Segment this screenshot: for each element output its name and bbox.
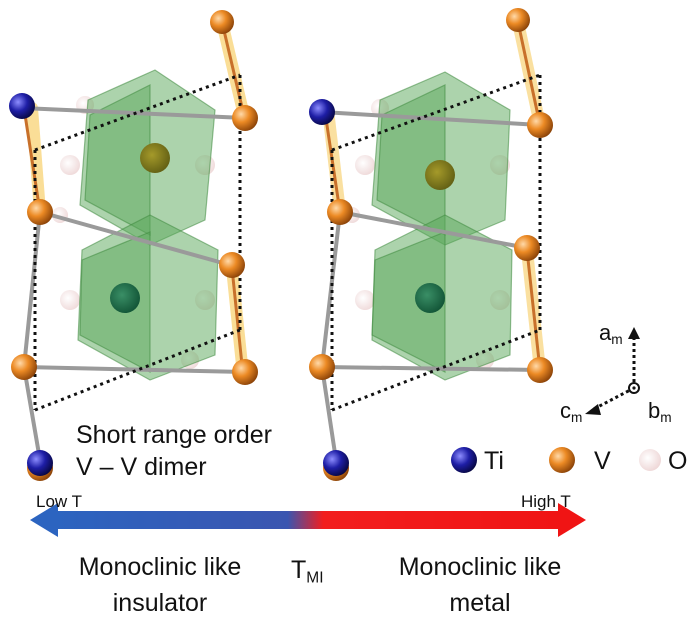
right-phase-line2: metal: [449, 589, 511, 617]
transition-temperature-label: TMI: [291, 555, 324, 594]
crystal-axes: [591, 335, 636, 412]
legend-o-atom-icon: [639, 449, 661, 471]
vanadium-core-lower-left: [110, 283, 140, 313]
b-axis-label: bm: [648, 398, 672, 431]
octahedra-right: [371, 71, 513, 381]
transition-temperature-subscript: MI: [306, 569, 324, 587]
legend-ti-atom-icon: [451, 447, 477, 473]
a-axis-symbol: a: [599, 320, 612, 345]
low-t-label: Low T: [36, 492, 82, 511]
annotation-short-range-order: Short range order: [76, 421, 272, 449]
b-axis-subscript: m: [660, 410, 672, 426]
legend-ti-label: Ti: [484, 447, 504, 475]
v-atoms-left: [11, 10, 258, 385]
bonds-right: [320, 110, 542, 462]
vanadium-core-upper-right: [425, 160, 455, 190]
c-axis-symbol: c: [560, 398, 571, 423]
vanadium-core-upper-left: [140, 143, 170, 173]
high-t-label: High T: [521, 492, 571, 511]
vanadium-core-lower-right: [415, 283, 445, 313]
transition-temperature-symbol: T: [291, 556, 307, 584]
legend-v-atom-icon: [549, 447, 575, 473]
legend-o-label: O: [668, 447, 688, 475]
right-structure-metal: [309, 8, 553, 481]
left-phase-line1: Monoclinic like: [78, 553, 242, 581]
c-axis-label: cm: [560, 398, 582, 431]
b-axis-symbol: b: [648, 398, 661, 423]
left-structure-insulator: [9, 10, 258, 481]
ti-atoms-right: [309, 99, 349, 481]
legend-v-label: V: [594, 447, 611, 475]
v-atoms-right: [309, 8, 553, 383]
right-phase-label: Monoclinic like metal: [360, 552, 600, 618]
a-axis-label: am: [599, 320, 623, 353]
ti-atoms-left: [9, 93, 53, 481]
annotation-v-v-dimer: V – V dimer: [76, 453, 207, 481]
a-axis-subscript: m: [611, 332, 623, 348]
temperature-arrow: [30, 503, 586, 537]
bonds-left: [20, 106, 247, 462]
left-phase-line2: insulator: [112, 589, 208, 617]
a-axis-arrowhead: [628, 327, 640, 339]
dimer-bonds-right: [323, 21, 542, 371]
c-axis-subscript: m: [571, 410, 583, 426]
right-phase-line1: Monoclinic like: [398, 553, 562, 581]
c-axis-arrowhead: [585, 404, 601, 415]
left-phase-label: Monoclinic like insulator: [40, 552, 280, 618]
